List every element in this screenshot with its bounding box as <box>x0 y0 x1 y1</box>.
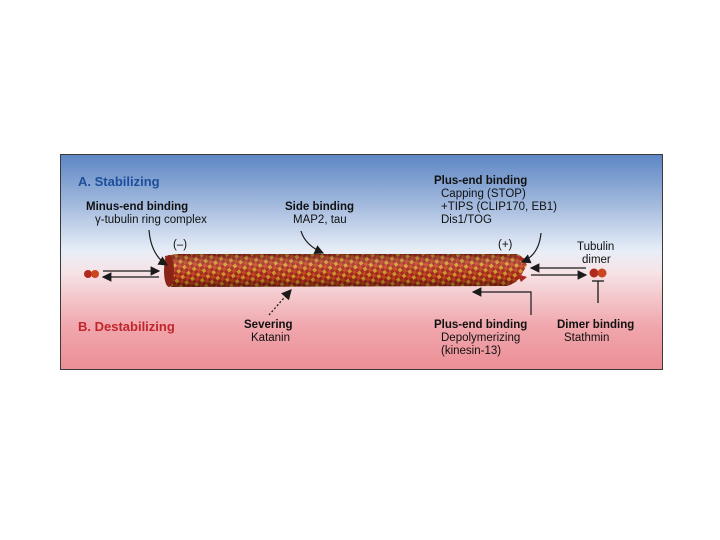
depolymerizing-arrow <box>471 287 532 315</box>
minus-end-exchange-arrows <box>101 266 161 282</box>
tubulin-dimer-icon <box>589 268 607 278</box>
minus-end-binding-sub: γ-tubulin ring complex <box>95 214 207 226</box>
dimer-binding-sub: Stathmin <box>564 332 610 344</box>
minus-end-sign: (–) <box>173 239 188 251</box>
side-binding-arrow <box>300 230 325 254</box>
dimer-binding-title: Dimer binding <box>557 319 635 331</box>
section-a-heading: A. Stabilizing <box>78 174 160 189</box>
side-binding-title: Side binding <box>285 201 354 213</box>
severing-arrow <box>268 289 292 316</box>
minus-end-arrow <box>148 229 169 266</box>
figure-artwork <box>84 229 607 316</box>
plus-end-sign: (+) <box>498 239 513 251</box>
plus-end-stab-line: Dis1/TOG <box>441 214 492 226</box>
side-binding-sub: MAP2, tau <box>293 214 347 226</box>
severing-sub: Katanin <box>251 332 291 344</box>
plus-end-exchange-arrows <box>529 263 588 280</box>
left-dimer <box>84 270 99 278</box>
plus-end-stab-title: Plus-end binding <box>434 175 528 187</box>
tubulin-label: Tubulin <box>577 241 615 253</box>
microtubule <box>164 254 527 287</box>
stathmin-inhibition <box>592 280 604 303</box>
dimer-label: dimer <box>582 254 611 266</box>
plus-end-stabilizing-arrow <box>520 232 542 264</box>
plus-end-destab-line: Depolymerizing <box>441 332 521 344</box>
section-b-heading: B. Destabilizing <box>78 319 175 334</box>
plus-end-stab-line: +TIPS (CLIP170, EB1) <box>441 201 558 213</box>
severing-title: Severing <box>244 319 293 331</box>
plus-end-stab-line: Capping (STOP) <box>441 188 526 200</box>
plus-end-destab-line: (kinesin-13) <box>441 345 502 357</box>
minus-end-binding-title: Minus-end binding <box>86 201 189 213</box>
microtubule-figure: A. Stabilizing B. Destabilizing Minus-en… <box>60 154 663 370</box>
plus-end-destab-title: Plus-end binding <box>434 319 528 331</box>
